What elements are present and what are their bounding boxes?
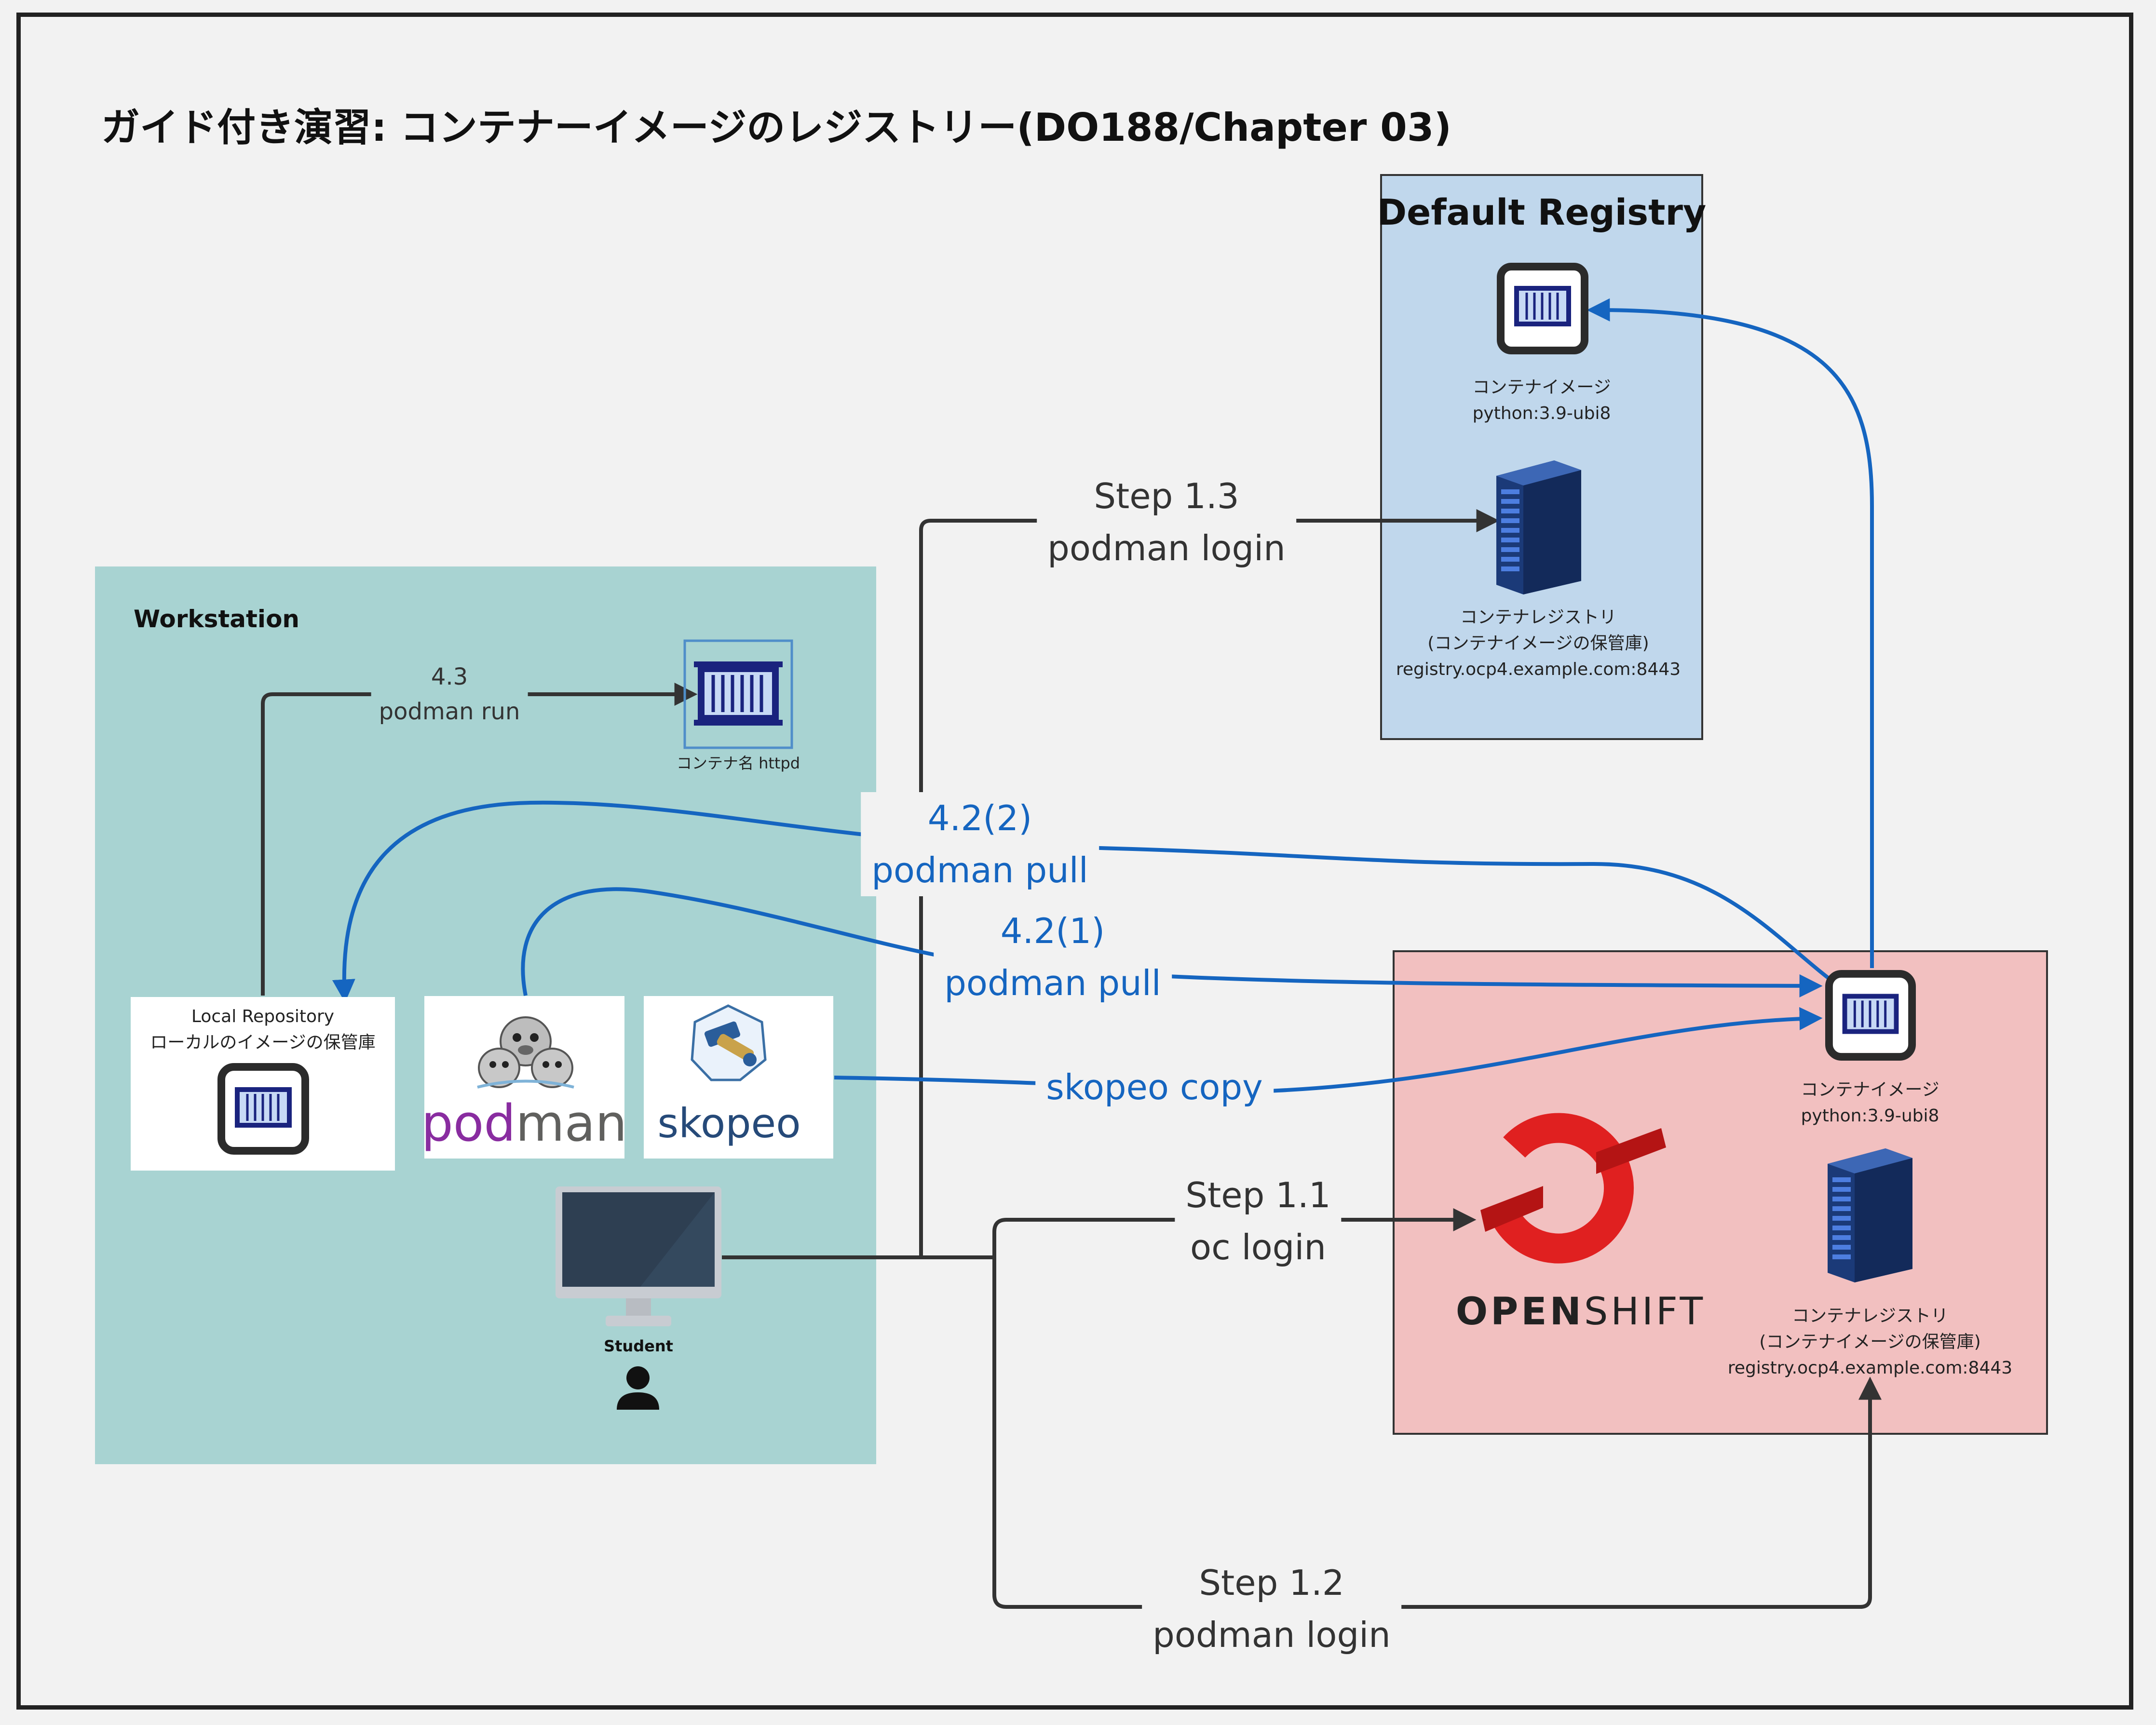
label-skopeo-copy: skopeo copy: [1035, 1061, 1274, 1113]
skopeo-periscope-icon: [691, 1004, 767, 1081]
default-registry-server-icon: [1496, 460, 1581, 594]
connector-step-4-3: [261, 683, 698, 996]
openshift-zone: [1393, 950, 2048, 1435]
diagram-frame: [16, 13, 2133, 1710]
default-registry-image-icon: [1497, 263, 1588, 354]
user-icon: [617, 1366, 659, 1410]
container-httpd-icon: [683, 639, 793, 749]
podman-seals-icon: [477, 1016, 574, 1089]
connector-push-to-default: [1586, 298, 1874, 968]
connector-skopeo-copy: [834, 1007, 1823, 1093]
connector-step-1-2: [992, 1257, 1882, 1609]
default-registry-title: Default Registry: [1377, 192, 1707, 233]
openshift-registry-label: コンテナレジストリ(コンテナイメージの保管庫)registry.ocp4.exa…: [1727, 1306, 2013, 1378]
label-step-4-2-1: 4.2(1)podman pull: [934, 905, 1172, 1009]
workstation-label: Workstation: [134, 605, 300, 633]
connector-step-1-3: [919, 509, 1500, 1257]
local-image-icon: [217, 1063, 309, 1155]
monitor-icon: [556, 1186, 721, 1326]
diagram-title: ガイド付き演習: コンテナーイメージのレジストリー(DO188/Chapter …: [101, 105, 1452, 150]
skopeo-logo-text: skopeo: [657, 1100, 801, 1147]
container-httpd-caption: コンテナ名 httpd: [676, 754, 800, 772]
connector-step-1-1: [992, 1208, 1477, 1257]
openshift-image-icon: [1825, 970, 1916, 1061]
openshift-registry-server-icon: [1828, 1148, 1912, 1282]
openshift-logo-icon: [1480, 1113, 1666, 1264]
openshift-logo-text: OPENSHIFT: [1455, 1290, 1706, 1334]
student-label: Student: [604, 1337, 673, 1355]
podman-logo-text: podman: [421, 1094, 627, 1153]
label-step-4-2-2: 4.2(2)podman pull: [861, 792, 1099, 896]
default-registry-label: コンテナレジストリ(コンテナイメージの保管庫)registry.ocp4.exa…: [1396, 607, 1681, 679]
